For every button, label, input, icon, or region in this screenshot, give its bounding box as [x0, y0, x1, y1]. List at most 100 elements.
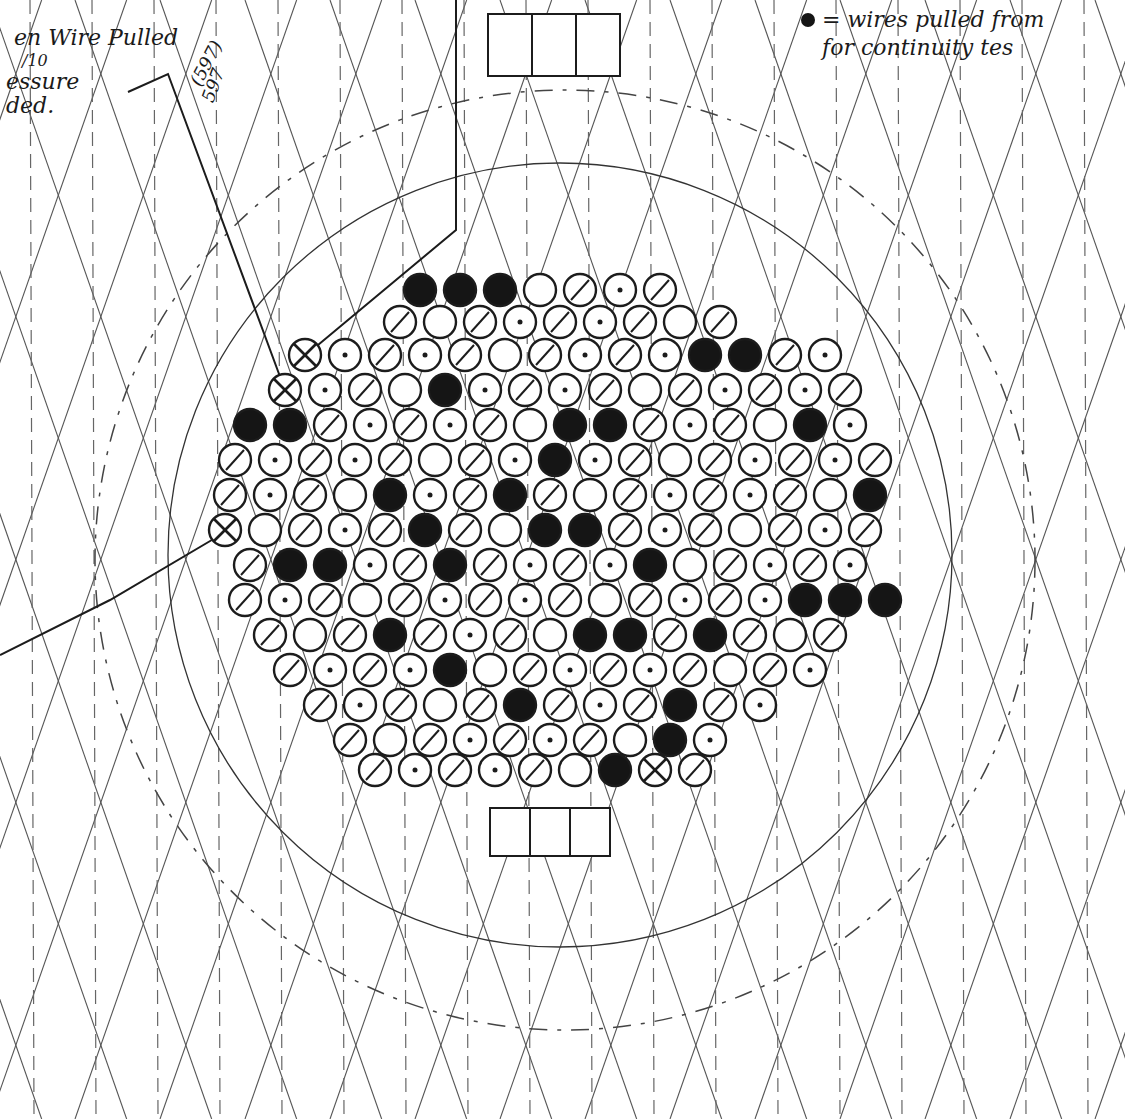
tube-circle [624, 689, 656, 721]
tube-circle [274, 549, 306, 581]
tube-circle [514, 549, 546, 581]
tube-circle [624, 306, 656, 338]
tube-circle [819, 444, 851, 476]
tube-circle [594, 549, 626, 581]
leader-line [0, 534, 222, 655]
tube-circle [754, 654, 786, 686]
tube-circle [554, 409, 586, 441]
tube-circle [254, 619, 286, 651]
tube-circle [449, 339, 481, 371]
tube-circle [869, 584, 901, 616]
tube-circle [209, 514, 241, 546]
tube-circle [434, 654, 466, 686]
tube-circle [714, 654, 746, 686]
outer-dashed-circle [95, 90, 1035, 1030]
tube-circle [689, 514, 721, 546]
tube-circle [769, 339, 801, 371]
tube-circle [379, 444, 411, 476]
tube-sheet-circle [168, 163, 952, 947]
tube-circle [409, 339, 441, 371]
tube-circle [664, 306, 696, 338]
tube-circle [829, 374, 861, 406]
tube-circle [569, 339, 601, 371]
tube-circle [574, 479, 606, 511]
tube-circle [814, 479, 846, 511]
tube-circle [479, 754, 511, 786]
tube-circle [754, 409, 786, 441]
tube-circle [674, 409, 706, 441]
tube-circle [584, 306, 616, 338]
tube-circle [509, 374, 541, 406]
tube-circle [384, 306, 416, 338]
tube-circle [494, 724, 526, 756]
tube-circle [529, 514, 561, 546]
tube-circle [289, 339, 321, 371]
tube-circle [664, 689, 696, 721]
tube-circle [744, 689, 776, 721]
tube-circle [349, 584, 381, 616]
tube-grid [209, 274, 901, 786]
tube-circle [434, 549, 466, 581]
tube-circle [334, 724, 366, 756]
note-label: essure [6, 70, 79, 94]
tube-circle [429, 374, 461, 406]
tube-circle [419, 444, 451, 476]
tube-circle [594, 654, 626, 686]
tube-circle [699, 444, 731, 476]
tube-circle [769, 514, 801, 546]
tube-circle [749, 584, 781, 616]
tube-circle [689, 339, 721, 371]
tube-circle [274, 409, 306, 441]
tube-circle [374, 479, 406, 511]
tube-circle [729, 339, 761, 371]
tube-circle [374, 724, 406, 756]
tube-circle [464, 306, 496, 338]
tube-circle [269, 374, 301, 406]
tube-circle [274, 654, 306, 686]
tube-circle [634, 409, 666, 441]
tube-circle [669, 374, 701, 406]
tube-circle [694, 479, 726, 511]
tube-circle [859, 444, 891, 476]
tube-circle [749, 374, 781, 406]
tube-circle [714, 409, 746, 441]
tube-circle [659, 444, 691, 476]
tube-circle [589, 584, 621, 616]
tube-circle [509, 584, 541, 616]
tube-circle [214, 479, 246, 511]
tube-circle [599, 754, 631, 786]
tube-circle [339, 444, 371, 476]
tube-circle [499, 444, 531, 476]
support-block [490, 808, 610, 856]
tube-circle [404, 274, 436, 306]
tube-circle [314, 549, 346, 581]
tube-circle [464, 689, 496, 721]
tube-circle [394, 654, 426, 686]
tube-circle [534, 724, 566, 756]
tube-circle [294, 479, 326, 511]
tube-circle [779, 444, 811, 476]
note-label: ded. [6, 94, 54, 118]
tube-circle [574, 724, 606, 756]
tube-circle [494, 479, 526, 511]
tube-circle [369, 514, 401, 546]
tube-circle [709, 374, 741, 406]
legend-dot [800, 12, 816, 28]
tube-circle [549, 374, 581, 406]
tube-circle [814, 619, 846, 651]
tube-circle [454, 479, 486, 511]
tube-circle [454, 724, 486, 756]
tube-circle [389, 374, 421, 406]
tube-circle [574, 619, 606, 651]
tube-circle [474, 654, 506, 686]
tube-circle [559, 754, 591, 786]
tube-circle [619, 444, 651, 476]
tube-circle [534, 619, 566, 651]
tube-circle [314, 654, 346, 686]
tube-circle [514, 409, 546, 441]
tube-circle [309, 374, 341, 406]
tube-circle [384, 689, 416, 721]
tube-circle [389, 584, 421, 616]
tube-circle [679, 754, 711, 786]
tube-circle [399, 754, 431, 786]
